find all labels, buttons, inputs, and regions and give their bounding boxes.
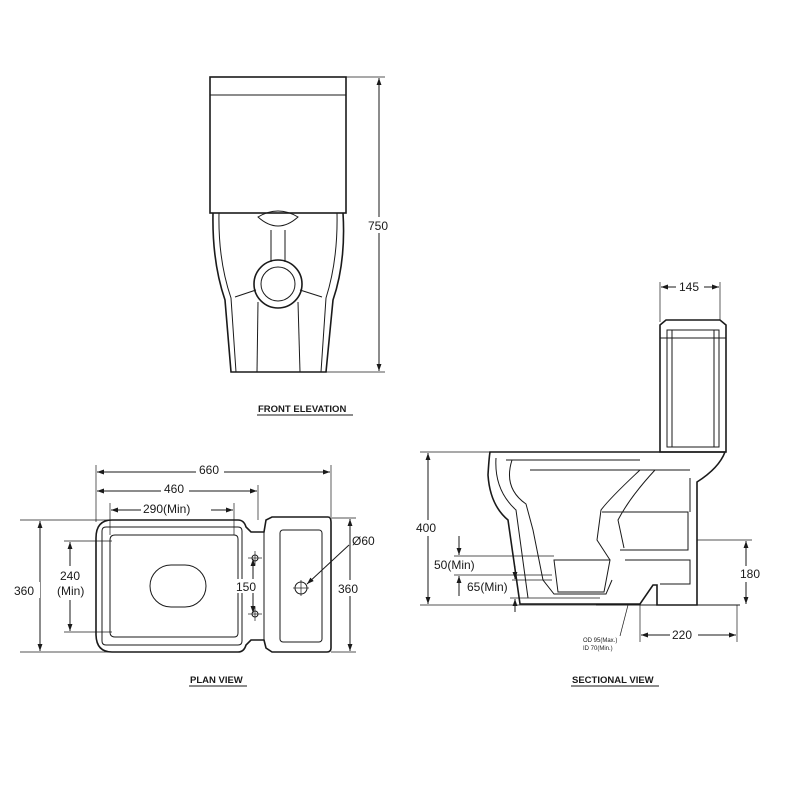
- fixing-spacing-label: 150: [236, 580, 256, 594]
- plan-view-title: PLAN VIEW: [190, 675, 243, 686]
- tank-depth-label: 360: [338, 582, 358, 596]
- front-height-label: 750: [368, 219, 388, 233]
- water-seal-label: 50(Min): [434, 558, 475, 572]
- plan-left-height-label: 360: [14, 584, 34, 598]
- section-cistern: [659, 319, 727, 453]
- seat-width-label: 290(Min): [143, 502, 190, 516]
- sectional-view-title: SECTIONAL VIEW: [572, 675, 654, 686]
- tap-hole: Ø60: [293, 534, 375, 596]
- sectional-view: 145 400 50(Min) 65(Min) 180 220: [412, 279, 764, 687]
- seat-depth-label: 240: [60, 569, 80, 583]
- seat-depth-note: (Min): [57, 584, 84, 598]
- outlet-height-label: 180: [740, 567, 760, 581]
- outlet-distance-label: 220: [672, 628, 692, 642]
- front-height-dimension: 750: [326, 76, 393, 373]
- bowl-width-label: 460: [164, 482, 184, 496]
- bowl-height-label: 400: [416, 521, 436, 535]
- section-bowl: [487, 451, 727, 606]
- trap-depth-label: 65(Min): [467, 580, 508, 594]
- front-elevation: 750 FRONT ELEVATION: [209, 76, 393, 416]
- outlet-id-note: ID 70(Min.): [583, 646, 613, 652]
- tap-hole-label: Ø60: [352, 534, 375, 548]
- cistern: [209, 76, 347, 214]
- pedestal-outline: [212, 210, 345, 373]
- outlet-od-note: OD 95(Max.): [583, 638, 617, 644]
- plan-bowl-outline: [95, 516, 332, 653]
- plan-view: Ø60 660 460 290(Min) 360 240 (Min) 150: [10, 462, 375, 687]
- front-elevation-title: FRONT ELEVATION: [258, 404, 346, 415]
- tank-width-label: 145: [679, 280, 699, 294]
- overall-width-label: 660: [199, 463, 219, 477]
